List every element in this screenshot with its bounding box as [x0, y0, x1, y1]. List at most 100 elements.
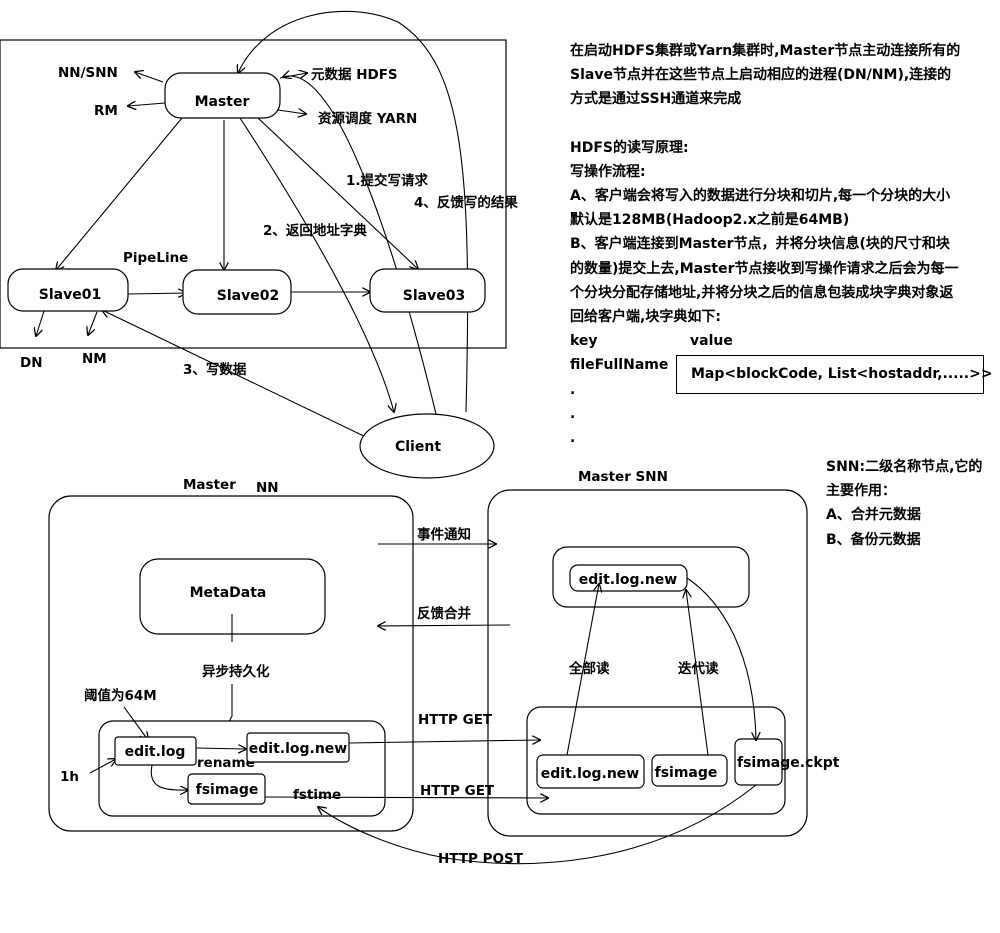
client-node-label: Client — [395, 439, 441, 455]
step3-label: 3、写数据 — [183, 361, 247, 378]
http-post-arrow — [318, 784, 757, 865]
metadata-label: MetaData — [190, 585, 267, 601]
snn-edit-log-new-top-label: edit.log.new — [579, 572, 678, 588]
read-all-label: 全部读 — [568, 660, 610, 677]
value-header: value — [690, 333, 733, 350]
slave03-node-label: Slave03 — [403, 288, 465, 304]
master-node-label: Master — [195, 94, 250, 110]
threshold-label: 阈值为64M — [84, 687, 157, 704]
yarn-label: 资源调度 YARN — [318, 110, 417, 127]
step-b-line-2: 的数量)提交上去,Master节点接收到写操作请求之后会为每一 — [570, 260, 959, 277]
step2-label: 2、返回地址字典 — [263, 222, 367, 239]
snn-fsimage-box — [651, 754, 728, 787]
edit-log-box — [114, 736, 197, 766]
snn-edit-log-new-label: edit.log.new — [541, 766, 640, 782]
read-iter-arrow — [686, 590, 709, 756]
dot-2: . — [570, 405, 576, 422]
http-get-1-arrow — [348, 740, 540, 743]
master-to-nnsnn-arrow — [135, 72, 164, 83]
file-full-name: fileFullName — [570, 357, 669, 374]
write-title: 写操作流程: — [570, 163, 646, 180]
http-get-2-arrow — [264, 797, 548, 798]
intro-line-3: 方式是通过SSH通道来完成 — [570, 91, 742, 108]
step1-label: 1.提交写请求 — [346, 172, 429, 189]
event-notify-label: 事件通知 — [417, 526, 471, 543]
client-to-slave01-write-arrow — [102, 310, 373, 441]
snn-notes-item-b: B、备份元数据 — [826, 531, 921, 548]
hdfs-title: HDFS的读写原理: — [570, 139, 689, 156]
dot-3: . — [570, 430, 576, 447]
key-header: key — [570, 333, 598, 350]
map-value: Map<blockCode, List<hostaddr,.....>> — [691, 366, 993, 382]
step-b-line-4: 回给客户端,块字典如下: — [570, 309, 721, 326]
http-get-1-label: HTTP GET — [418, 712, 493, 728]
snn-fsimage-label: fsimage — [655, 765, 718, 781]
snn-notes-subtitle: 主要作用： — [826, 483, 896, 500]
hour-label: 1h — [60, 769, 79, 785]
merge-to-ckpt-arrow — [686, 577, 756, 740]
step-b-line-1: B、客户端连接到Master节点，并将分块信息(块的尺寸和块 — [570, 236, 950, 253]
snn-fsimage-ckpt-label: fsimage.ckpt — [737, 755, 840, 771]
nm-label: NM — [82, 351, 107, 367]
slave01-to-slave02-arrow — [127, 293, 186, 294]
kv-header-row: key value — [570, 329, 960, 353]
snn-notes-title: SNN:二级名称节点,它的 — [826, 459, 983, 475]
read-iter-label: 迭代读 — [678, 660, 719, 677]
slave01-to-dn-arrow — [36, 310, 45, 336]
bottom-master-title: Master — [183, 477, 236, 493]
async-persist-label: 异步持久化 — [202, 663, 270, 680]
feedback-merge-arrow — [378, 625, 511, 626]
step-b-line-3: 个分块分配存储地址,并将分块之后的信息包装成块字典对象返 — [570, 284, 954, 301]
master-to-slave01-arrow — [56, 117, 183, 270]
slave01-node-label: Slave01 — [39, 287, 101, 303]
slave03-to-client-feedback-arrow — [238, 10, 469, 413]
http-post-label: HTTP POST — [438, 851, 524, 867]
threshold-arrow — [123, 706, 148, 740]
pipeline-label: PipeLine — [123, 250, 188, 266]
read-all-arrow — [566, 584, 599, 756]
snn-notes-panel: SNN:二级名称节点,它的 主要作用： A、合并元数据 B、备份元数据 — [826, 455, 982, 552]
cluster-frame — [0, 39, 507, 349]
edit-log-new-box — [246, 732, 350, 763]
meta-hdfs-label: 元数据 HDFS — [311, 66, 398, 83]
bottom-nn-title: NN — [256, 480, 279, 496]
dot-1: . — [570, 381, 576, 398]
rename-arrow — [195, 748, 246, 749]
client-to-master-request-arrow — [283, 76, 437, 415]
rm-label: RM — [94, 103, 118, 119]
master-to-rm-arrow — [128, 103, 166, 106]
fsimage-label: fsimage — [196, 782, 259, 798]
snn-notes-item-a: A、合并元数据 — [826, 507, 921, 524]
notes-panel: 在启动HDFS集群或Yarn集群时,Master节点主动连接所有的 Slave节… — [570, 39, 960, 450]
rename-label: rename — [197, 755, 255, 771]
master-snn-title: Master SNN — [578, 469, 668, 485]
top-connections — [36, 10, 469, 441]
intro-line-1: 在启动HDFS集群或Yarn集群时,Master节点主动连接所有的 — [570, 43, 961, 59]
master-to-client-address-arrow — [239, 117, 394, 412]
fstime-label: fstime — [293, 787, 341, 803]
feedback-merge-label: 反馈合并 — [417, 605, 471, 622]
slave02-node — [182, 269, 292, 315]
snn-edit-log-new-box — [536, 754, 645, 789]
hour-arrow — [89, 759, 116, 774]
client-node — [359, 413, 495, 479]
http-get-2-label: HTTP GET — [420, 783, 495, 799]
slave03-node — [369, 268, 486, 313]
slave02-node-label: Slave02 — [217, 288, 279, 304]
nnsnn-label: NN/SNN — [58, 65, 118, 81]
slave01-to-nm-arrow — [88, 311, 98, 335]
master-to-slave03-arrow — [257, 117, 418, 269]
intro-line-2: Slave节点并在这些节点上启动相应的进程(DN/NM),连接的 — [570, 67, 952, 84]
block-dictionary-value-box: Map<blockCode, List<hostaddr,.....>> — [676, 355, 993, 394]
editlog-to-fsimage-arrow — [150, 764, 188, 790]
step-a-line-1: A、客户端会将写入的数据进行分块和切片,每一个分块的大小 — [570, 188, 951, 205]
fsimage-box — [187, 773, 266, 805]
edit-log-new-label: edit.log.new — [249, 741, 348, 757]
master-node — [164, 72, 281, 119]
step-a-line-2: 默认是128MB(Hadoop2.x之前是64MB) — [570, 212, 850, 229]
dn-label: DN — [20, 355, 43, 371]
master-to-yarn-arrow — [277, 110, 306, 114]
edit-log-label: edit.log — [125, 744, 186, 760]
step4-label: 4、反馈写的结果 — [414, 194, 518, 211]
